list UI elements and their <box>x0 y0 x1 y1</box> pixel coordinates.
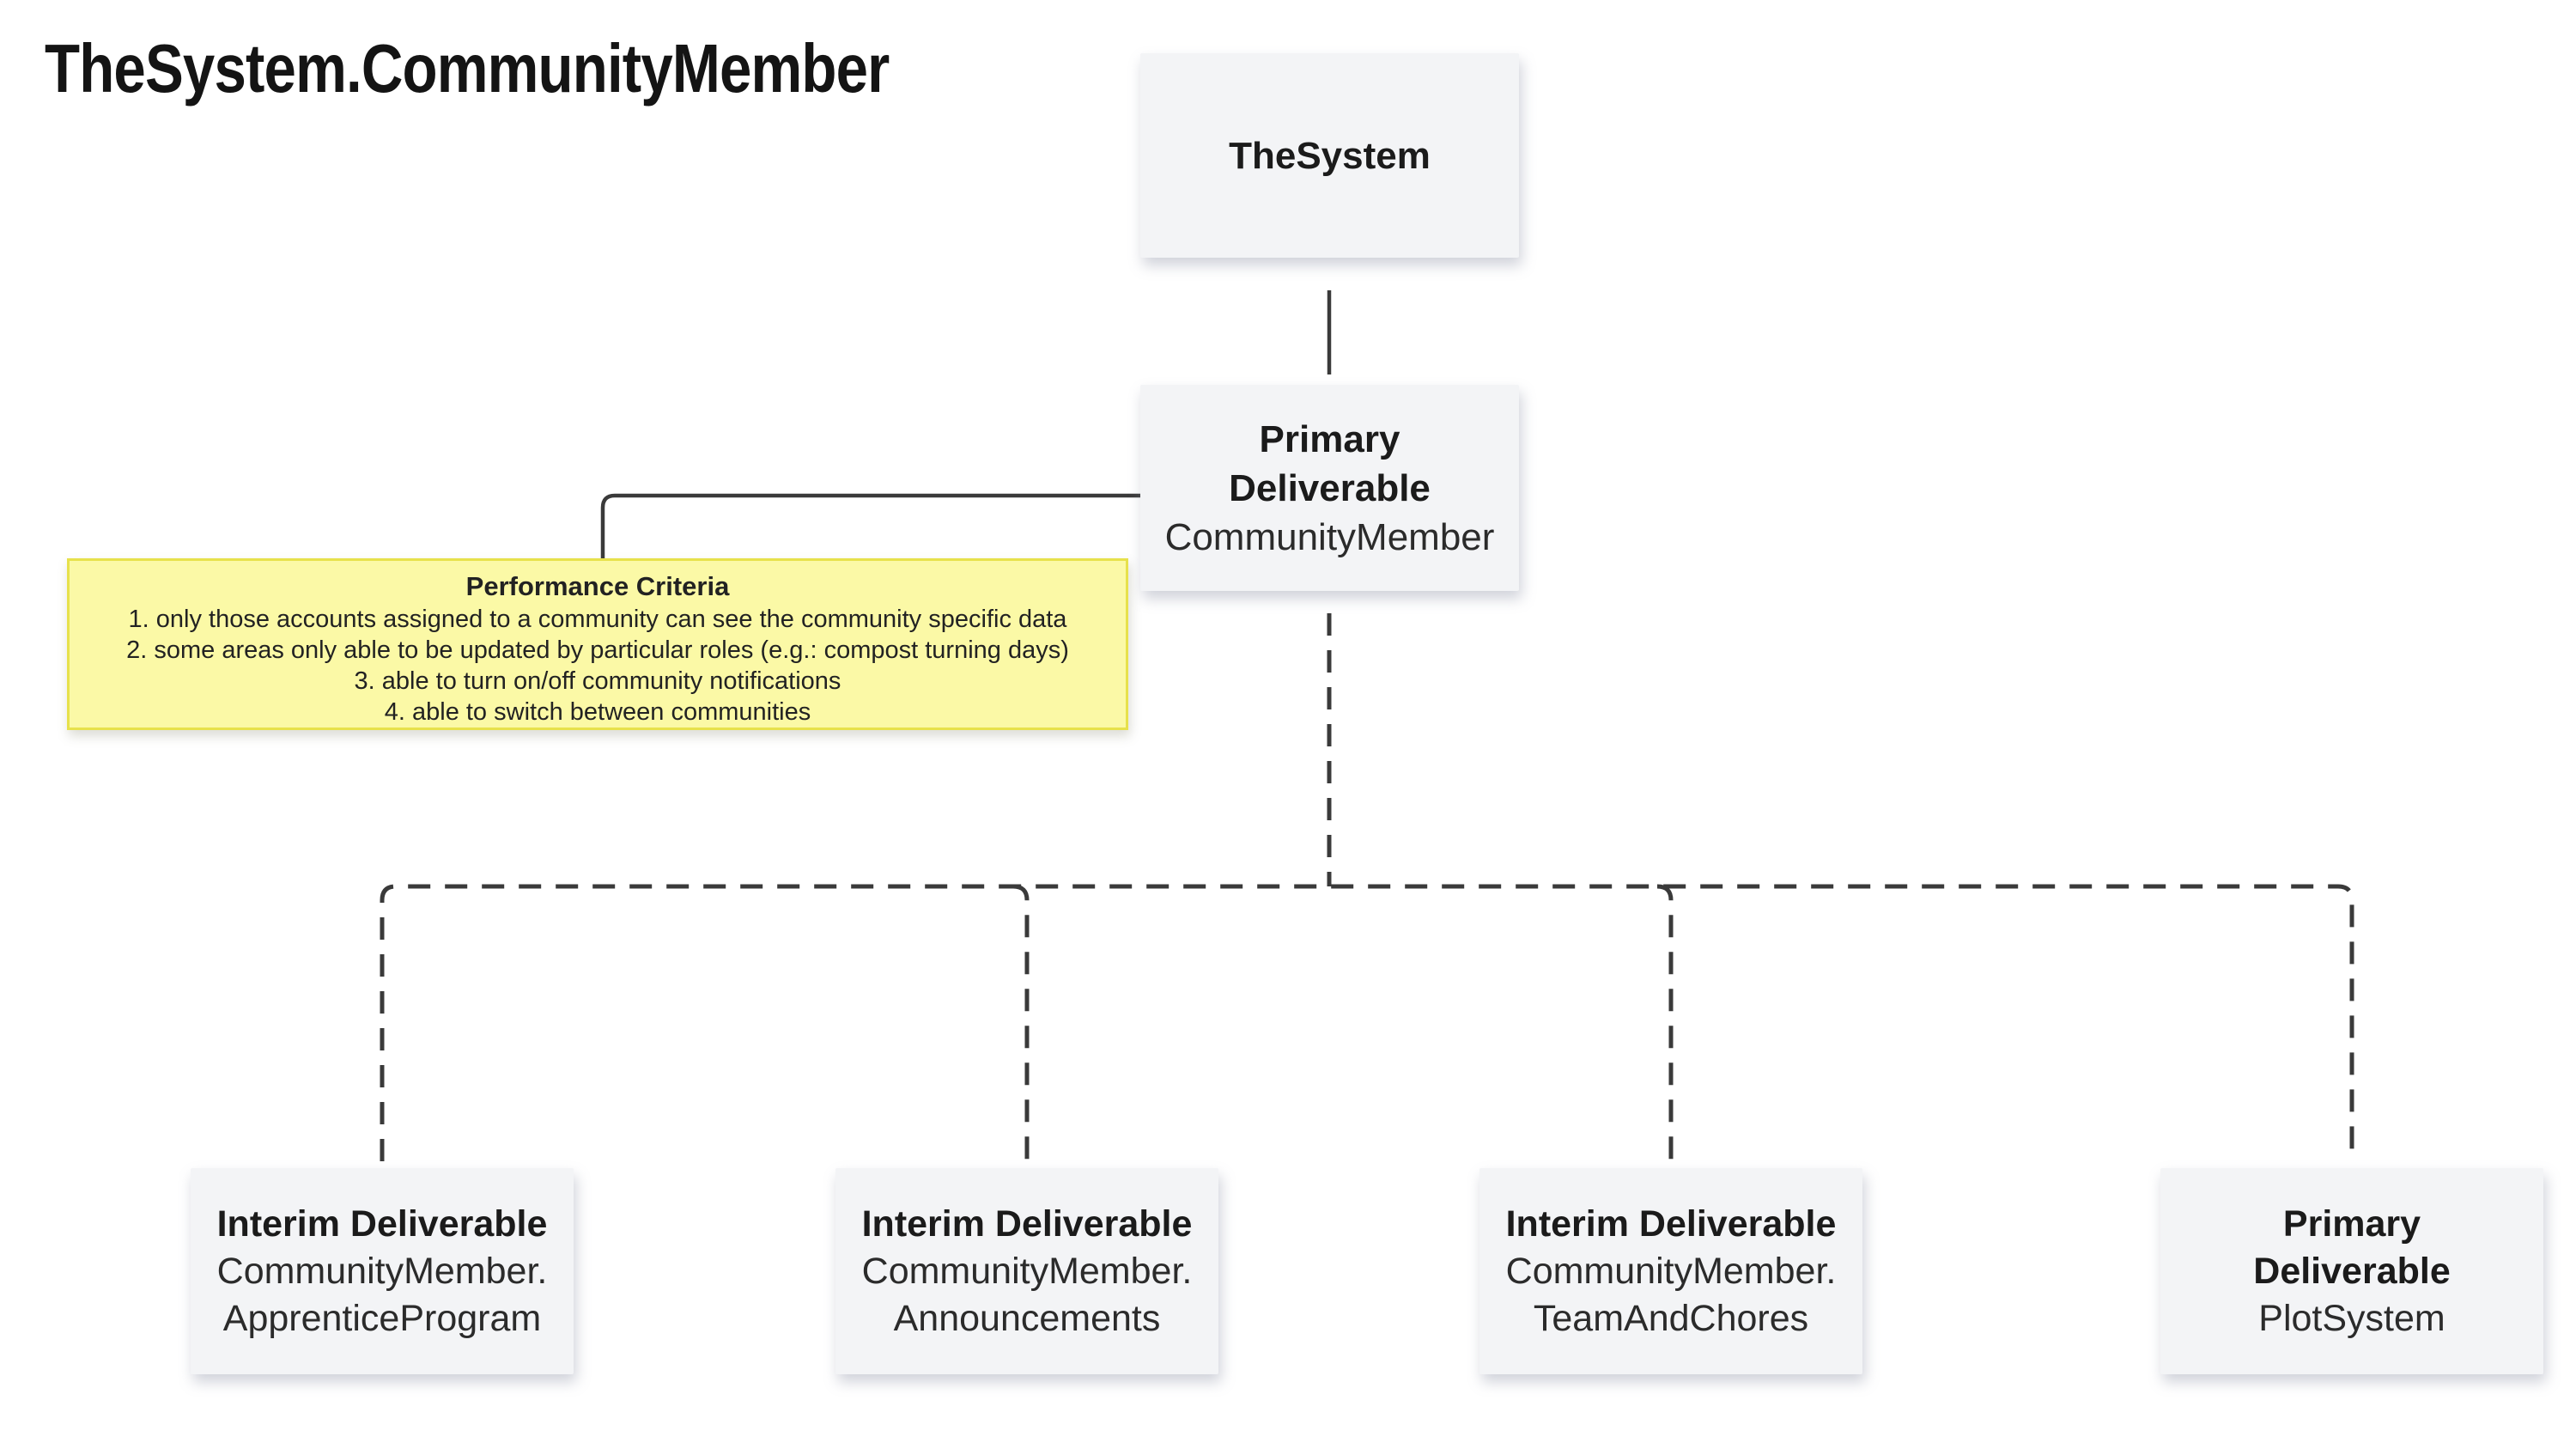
note-performance-criteria[interactable]: Performance Criteria 1. only those accou… <box>67 558 1128 730</box>
node-label-line: Interim Deliverable <box>216 1202 548 1245</box>
node-sublabel: Announcements <box>893 1297 1161 1339</box>
node-label-line: Interim Deliverable <box>861 1202 1193 1245</box>
node-label-line: Primary <box>1259 417 1400 460</box>
note-item: 2. some areas only able to be updated by… <box>126 636 1069 664</box>
page-title: TheSystem.CommunityMember <box>45 30 890 107</box>
node-sublabel: CommunityMember <box>1164 515 1495 558</box>
node-label-line: Deliverable <box>2253 1250 2451 1292</box>
note-item: 3. able to turn on/off community notific… <box>354 667 841 695</box>
node-sublabel: CommunityMember. <box>1505 1250 1837 1292</box>
node-thesystem-label: TheSystem <box>1229 134 1431 177</box>
connector-branch-dashed <box>380 884 2354 1161</box>
node-sublabel: TeamAndChores <box>1533 1297 1809 1339</box>
node-primary-deliverable-communitymember[interactable]: Primary Deliverable CommunityMember <box>1140 385 1519 591</box>
connector-drop-teamandchores-dashed <box>1656 884 1674 1161</box>
node-sublabel: PlotSystem <box>2258 1297 2445 1339</box>
connector-primary-to-note <box>600 493 1140 558</box>
node-interim-apprenticeprogram[interactable]: Interim Deliverable CommunityMember. App… <box>191 1168 574 1374</box>
note-title: Performance Criteria <box>465 571 730 601</box>
node-label-line: Primary <box>2282 1202 2421 1245</box>
node-thesystem[interactable]: TheSystem <box>1140 53 1519 258</box>
note-item: 1. only those accounts assigned to a com… <box>128 606 1067 633</box>
node-interim-announcements[interactable]: Interim Deliverable CommunityMember. Ann… <box>835 1168 1218 1374</box>
node-label-line: Interim Deliverable <box>1505 1202 1837 1245</box>
node-sublabel: CommunityMember. <box>861 1250 1193 1292</box>
note-item: 4. able to switch between communities <box>384 698 811 726</box>
node-primary-plotsystem[interactable]: Primary Deliverable PlotSystem <box>2160 1168 2543 1374</box>
connector-drop-announcements-dashed <box>1012 884 1030 1161</box>
node-label-line: Deliverable <box>1229 466 1431 509</box>
node-sublabel: ApprenticeProgram <box>222 1297 542 1339</box>
node-sublabel: CommunityMember. <box>216 1250 548 1292</box>
node-interim-teamandchores[interactable]: Interim Deliverable CommunityMember. Tea… <box>1479 1168 1862 1374</box>
